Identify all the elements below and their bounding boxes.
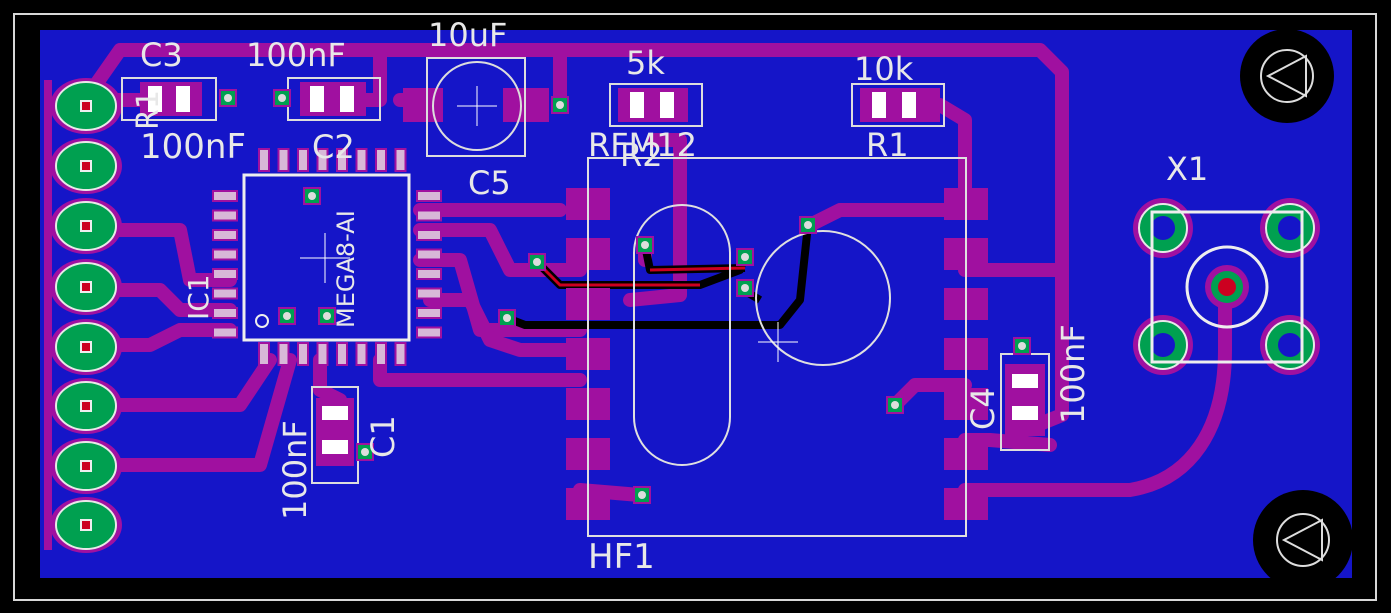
ic-pad-inner [279,150,288,170]
ic-pad-inner [338,150,346,170]
header-pin [50,259,122,315]
label-ic1: IC1 [182,274,215,320]
label-r2: R2 [620,136,663,174]
via [736,279,754,297]
ic-pad-inner [418,231,440,239]
ic-pad-inner [214,270,236,278]
ic-pad-inner [318,344,327,364]
via [498,309,516,327]
resistor-r2-footprint [609,83,703,127]
label-c3: C3 [140,36,183,74]
via [1013,337,1031,355]
ic-pad-inner [418,328,440,337]
ic-pad-inner [214,211,236,220]
ic-pad-inner [418,309,440,317]
label-hf1: HF1 [588,537,655,577]
pin-header [44,80,52,550]
sma-ground-pad [1133,198,1193,258]
ic-pad-inner [418,270,440,278]
label-c4: C4 [964,387,1002,430]
label-c3-value: 100nF [140,127,246,167]
cap-c5-footprint [403,57,549,157]
via [318,307,336,325]
via [886,396,904,414]
board-outline [13,13,1377,601]
cap-c3-footprint [121,77,217,121]
via [273,89,291,107]
via [528,253,546,271]
ic-pad-inner [260,344,268,364]
label-c2-value: 100nF [246,36,346,74]
label-c4-value: 100nF [1054,324,1092,424]
header-pin [50,78,122,134]
label-c1: C1 [364,415,402,458]
header-pin [50,438,122,494]
header-pin [50,497,122,553]
silkscreen-text: C3 100nF 10uF 5k 10k 100nF C2 C5 RFM12 R… [131,16,1208,577]
label-c5-value: 10uF [428,16,507,54]
ic-pad-inner [299,344,307,364]
ic-pad-inner [418,289,440,298]
sma-connector-x1 [1133,198,1320,375]
label-r1-value: 10k [854,50,914,88]
ic-pad-inner [418,250,440,259]
ic-pad-inner [260,150,268,170]
ic-pad-inner [318,150,327,170]
vias [219,89,1031,504]
cap-c4-footprint [1000,353,1050,451]
label-r-partial: R1 [131,90,166,130]
mounting-hole-top [1240,29,1334,123]
via [356,443,374,461]
label-x1: X1 [1166,150,1208,188]
ic-pad-inner [357,344,366,364]
ic-pad-inner [299,150,307,170]
header-pin [50,198,122,254]
label-c5: C5 [468,164,511,202]
via [551,96,569,114]
ground-plane [40,30,1352,578]
label-ic1-part: MEGA8-AI [332,210,360,328]
ic-pad-inner [214,231,236,239]
via [736,248,754,266]
ic-pad-inner [214,309,236,317]
header-pin [50,138,122,194]
via [636,236,654,254]
ic-pad-inner [214,192,236,200]
ic-pad-inner [418,211,440,220]
via [219,89,237,107]
header-pin [50,378,122,434]
label-r1: R1 [866,126,909,164]
via [303,187,321,205]
sma-ground-pad [1260,198,1320,258]
sma-ground-pad [1133,315,1193,375]
ic-pad-inner [396,150,405,170]
via [278,307,296,325]
label-rfm12: RFM12 [588,126,697,164]
ic-pad-inner [357,150,366,170]
ic1-footprint [212,148,442,366]
via [633,486,651,504]
resistor-r1-footprint [851,83,945,127]
ic-pad-inner [396,344,405,364]
ic-pad-inner [279,344,288,364]
ic-pad-inner [214,289,236,298]
label-r2-value: 5k [626,44,665,82]
ic-pad-inner [377,344,385,364]
sma-ground-pad [1260,315,1320,375]
ic-pad-inner [214,328,236,337]
ic-pad-inner [377,150,385,170]
rfm12-module [566,157,988,537]
ic-pad-inner [214,250,236,259]
header-pin [50,319,122,375]
via [799,216,817,234]
mounting-hole-bottom [1253,490,1353,590]
ic-pad-inner [418,192,440,200]
label-c2: C2 [312,128,355,166]
cap-c1-footprint [311,386,359,484]
label-c1-value: 100nF [276,420,314,520]
ic-pad-inner [338,344,346,364]
